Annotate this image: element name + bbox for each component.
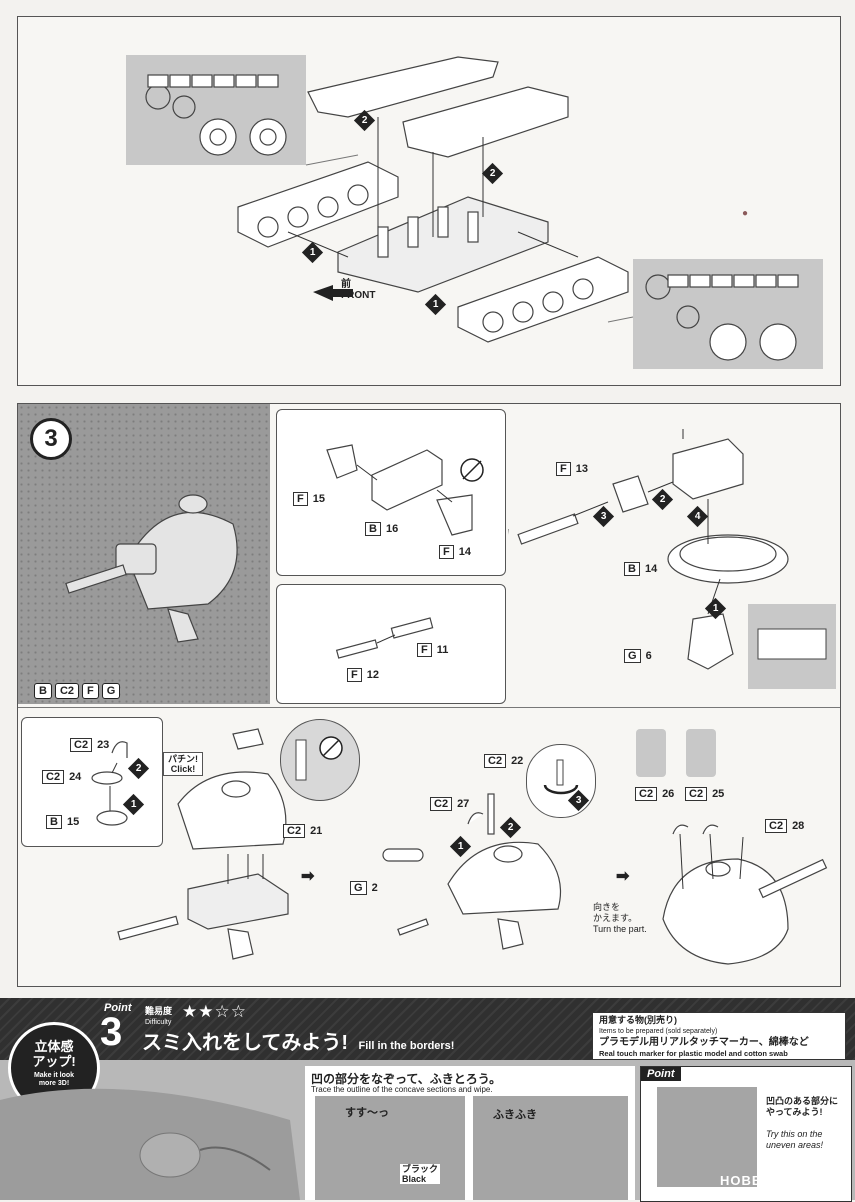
point3-panel: 立体感 アップ! Make it look more 3D! Point 3 難… [0,998,855,1202]
runner-chip: C2 [54,683,80,699]
watermark: HOBBY SEARCH [720,1173,838,1188]
page-mark: ● [742,208,749,219]
turn-instruction: 向きを かえます。Turn the part. [593,902,647,934]
click-label: パチン!Click! [163,752,203,776]
runner-chip: F [82,683,99,699]
flow-arrow: ➡ [301,868,315,885]
antenna-part-c2-25 [686,729,716,777]
turret-assembly-illustration [117,728,289,960]
rotate-detail-bubble: 3 [526,744,596,818]
turret-detail-illustration [382,793,562,950]
step-number: 3 [30,418,72,460]
instruction-panel: 凹の部分をなぞって、ふきとろう。 Trace the outline of th… [305,1066,635,1200]
tip-box: Point 凹凸のある部分に やってみよう! Try this on the u… [640,1066,852,1202]
warning-detail-bubble [280,719,360,801]
trace-instruction-en: Trace the outline of the concave section… [311,1085,493,1094]
turret-rear-illustration [662,824,828,965]
turret-photo [0,1088,300,1200]
runner-chip: G [101,683,121,699]
hull-assembly-illustration [126,55,823,369]
point-label: Point [104,1002,132,1014]
flow-arrow: ➡ [616,868,630,885]
point-number: 3 [100,1010,123,1054]
items-box: 用意する物(別売り) Items to be prepared (sold se… [592,1012,846,1060]
trace-instruction: 凹の部分をなぞって、ふきとろう。 [311,1072,502,1086]
antenna-part-c2-26 [636,729,666,777]
make-3d-badge: 立体感 アップ! Make it look more 3D! [8,1022,100,1114]
difficulty-stars: ★★☆☆ [182,1002,247,1021]
panel-divider [18,707,840,708]
point-title: スミ入れをしてみよう! Fill in the borders! [142,1032,455,1054]
runner-chip: B [34,683,52,699]
turret-ring-assembly-illustration [508,429,836,689]
swab-photo: ふきふき [473,1096,628,1200]
